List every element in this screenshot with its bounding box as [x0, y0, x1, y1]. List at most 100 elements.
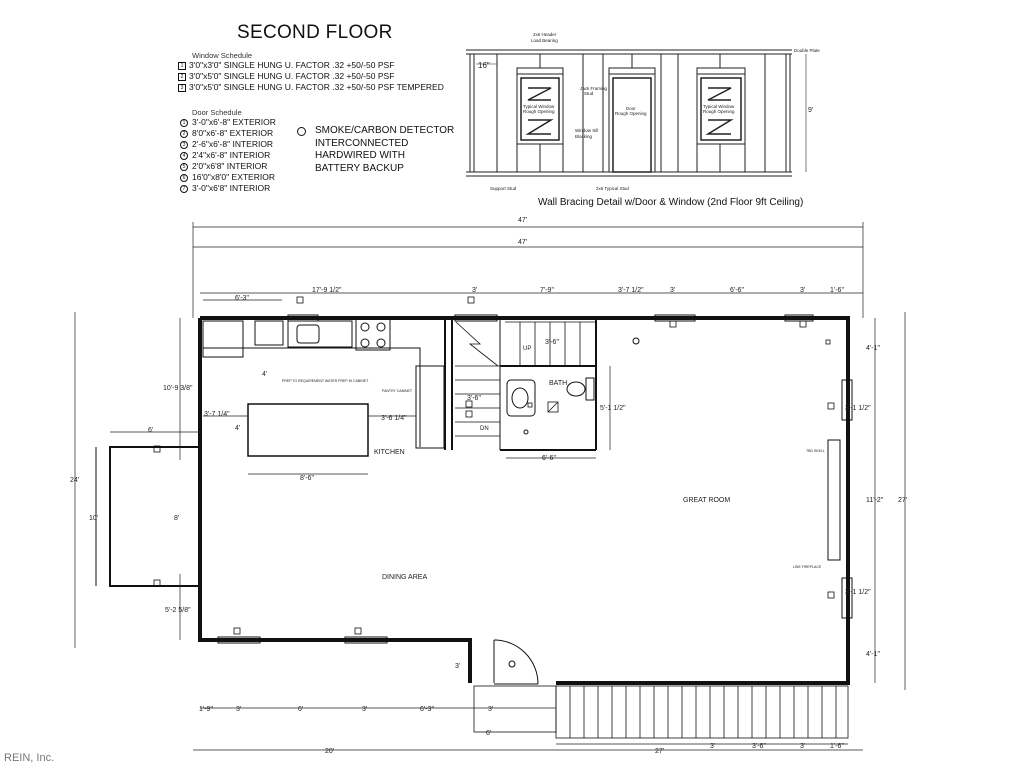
dim-bot-h: 3' — [710, 743, 715, 750]
door-tag-icon: 3 — [180, 140, 188, 149]
dim-overall-47: 47' — [518, 217, 527, 224]
door-schedule-text: 2'4"x6'-8" INTERIOR — [192, 150, 271, 160]
dim-island-4a: 4' — [262, 371, 267, 378]
dim-left-24: 24' — [70, 477, 79, 484]
dim-bump-6: 6' — [148, 427, 153, 434]
dim-bot-20: 20' — [325, 748, 334, 755]
bumpout-wall — [109, 446, 200, 587]
dim-bot-c: 6' — [298, 706, 303, 713]
room-kitchen-label: KITCHEN — [374, 449, 405, 456]
watermark: REIN, Inc. — [4, 752, 55, 764]
dim-bot-k: 1'-6" — [830, 743, 844, 750]
bracing-load-label: Load Bearing — [531, 38, 558, 43]
door-schedule-text: 2'-6"x6'-8" INTERIOR — [192, 139, 274, 149]
door-schedule-heading: Door Schedule — [192, 108, 242, 117]
door-schedule-row: 3 2'-6"x6'-8" INTERIOR — [180, 139, 276, 150]
dim-left-5-2: 5'-2 5/8" — [165, 607, 191, 614]
dim-bot-b: 3' — [236, 706, 241, 713]
note-fridge: PREP TO REQUIREMENT WATER PREP IN CABINE… — [282, 379, 369, 383]
page-title: SECOND FLOOR — [237, 22, 393, 43]
door-tag-icon: 6 — [180, 173, 188, 182]
dim-top-h: 1'-6" — [830, 287, 844, 294]
dim-bot-i: 3'-6" — [752, 743, 766, 750]
door-schedule-row: 1 3'-0"x6'-8" EXTERIOR — [180, 117, 276, 128]
door-tag-icon: 5 — [180, 162, 188, 171]
door-schedule-text: 2'0"x6'8" INTERIOR — [192, 161, 268, 171]
dim-top-d: 3'-7 1/2" — [618, 287, 644, 294]
door-tag-icon: 7 — [180, 184, 188, 193]
door-schedule-text: 8'0"x6'-8" EXTERIOR — [192, 128, 274, 138]
dim-right-4-1b: 4'-1" — [866, 651, 880, 658]
room-bath-label: BATH — [549, 380, 567, 387]
door-schedule-text: 3'-0"x6'-8" EXTERIOR — [192, 117, 276, 127]
dim-bot-g: 6' — [486, 730, 491, 737]
bracing-door-ro-label: Rough Opening — [615, 111, 647, 116]
dim-island-4b: 4' — [235, 425, 240, 432]
dim-bath-w: 6'-6" — [542, 455, 556, 462]
dim-bot-j: 3' — [800, 743, 805, 750]
window-schedule-text: 3'0"x5'0" SINGLE HUNG U. FACTOR .32 +50/… — [189, 82, 444, 92]
stair-dn-label: DN — [480, 426, 489, 432]
bracing-stud-label: Stud — [584, 91, 594, 96]
door-tag-icon: 1 — [180, 118, 188, 127]
bracing-window-label: Typical Window — [703, 104, 735, 109]
dim-left-10-9: 10'-9 3/8" — [163, 385, 193, 392]
door-schedule-row: 6 16'0"x8'0" EXTERIOR — [180, 172, 276, 183]
bracing-caption: Wall Bracing Detail w/Door & Window (2nd… — [538, 197, 804, 208]
dim-island-right: 3'-6 1/4" — [381, 415, 407, 422]
dim-right-4-1a: 4'-1" — [866, 345, 880, 352]
dim-bot-e: 6'-3" — [420, 706, 434, 713]
note-tv: TBD SKELL — [806, 449, 825, 453]
dim-kitchen-a: 6'-3" — [235, 295, 249, 302]
door-tag-icon: 4 — [180, 151, 188, 160]
smoke-line: SMOKE/CARBON DETECTOR — [315, 125, 455, 136]
room-dining-label: DINING AREA — [382, 574, 427, 581]
bracing-window-label: Typical Window — [523, 104, 555, 109]
smoke-line: INTERCONNECTED — [315, 137, 409, 149]
dim-overall-47b: 47' — [518, 239, 527, 246]
bracing-stud-typical-label: 2x6 Typical Stud — [596, 186, 629, 191]
dim-bot-f: 3' — [488, 706, 493, 713]
dim-top-b: 3' — [472, 287, 477, 294]
dim-right-3-1b: 3'-1 1/2" — [845, 589, 871, 596]
exterior-wall — [198, 318, 472, 683]
bracing-ro-label: Rough Opening — [523, 109, 555, 114]
dim-bot-d: 3' — [362, 706, 367, 713]
door-schedule-row: 4 2'4"x6'-8" INTERIOR — [180, 150, 276, 161]
dim-right-11-2: 11'-2" — [866, 497, 884, 504]
dim-top-e: 3' — [670, 287, 675, 294]
window-schedule-text: 3'0"x3'0" SINGLE HUNG U. FACTOR .32 +50/… — [189, 60, 395, 70]
dim-stair-a: 3'-6" — [545, 339, 559, 346]
window-schedule-text: 3'0"x5'0" SINGLE HUNG U. FACTOR .32 +50/… — [189, 71, 395, 81]
bracing-16-label: 16" — [478, 61, 490, 70]
dim-right-3-1a: 3'-1 1/2" — [845, 405, 871, 412]
smoke-detector-note: SMOKE/CARBON DETECTOR INTERCONNECTED HAR… — [315, 125, 454, 175]
bracing-blocking-label: Blocking — [575, 134, 593, 139]
dim-door-3: 3' — [455, 663, 460, 670]
dim-bump-10: 10' — [89, 515, 98, 522]
dim-top-a: 17'-9 1/2" — [312, 287, 342, 294]
door-schedule-text: 16'0"x8'0" EXTERIOR — [192, 172, 275, 182]
bracing-sill-label: Window Sill — [575, 128, 598, 133]
bracing-9ft-label: 9' — [808, 107, 813, 114]
bracing-ro-label: Rough Opening — [703, 109, 735, 114]
stair-up-label: UP — [523, 346, 531, 352]
dim-bot-a: 1'-9" — [199, 706, 213, 713]
note-pantry: PANTRY CABINET — [382, 389, 413, 393]
dim-top-f: 6'-6" — [730, 287, 744, 294]
dim-top-c: 7'-9" — [540, 287, 554, 294]
dim-island-w: 8'-6" — [300, 475, 314, 482]
window-tag-icon: 2 — [178, 72, 186, 81]
window-tag-icon: 3 — [178, 83, 186, 92]
exterior-wall — [200, 316, 850, 685]
room-great-room-label: GREAT ROOM — [683, 497, 730, 504]
bracing-door-label: Door — [626, 106, 636, 111]
